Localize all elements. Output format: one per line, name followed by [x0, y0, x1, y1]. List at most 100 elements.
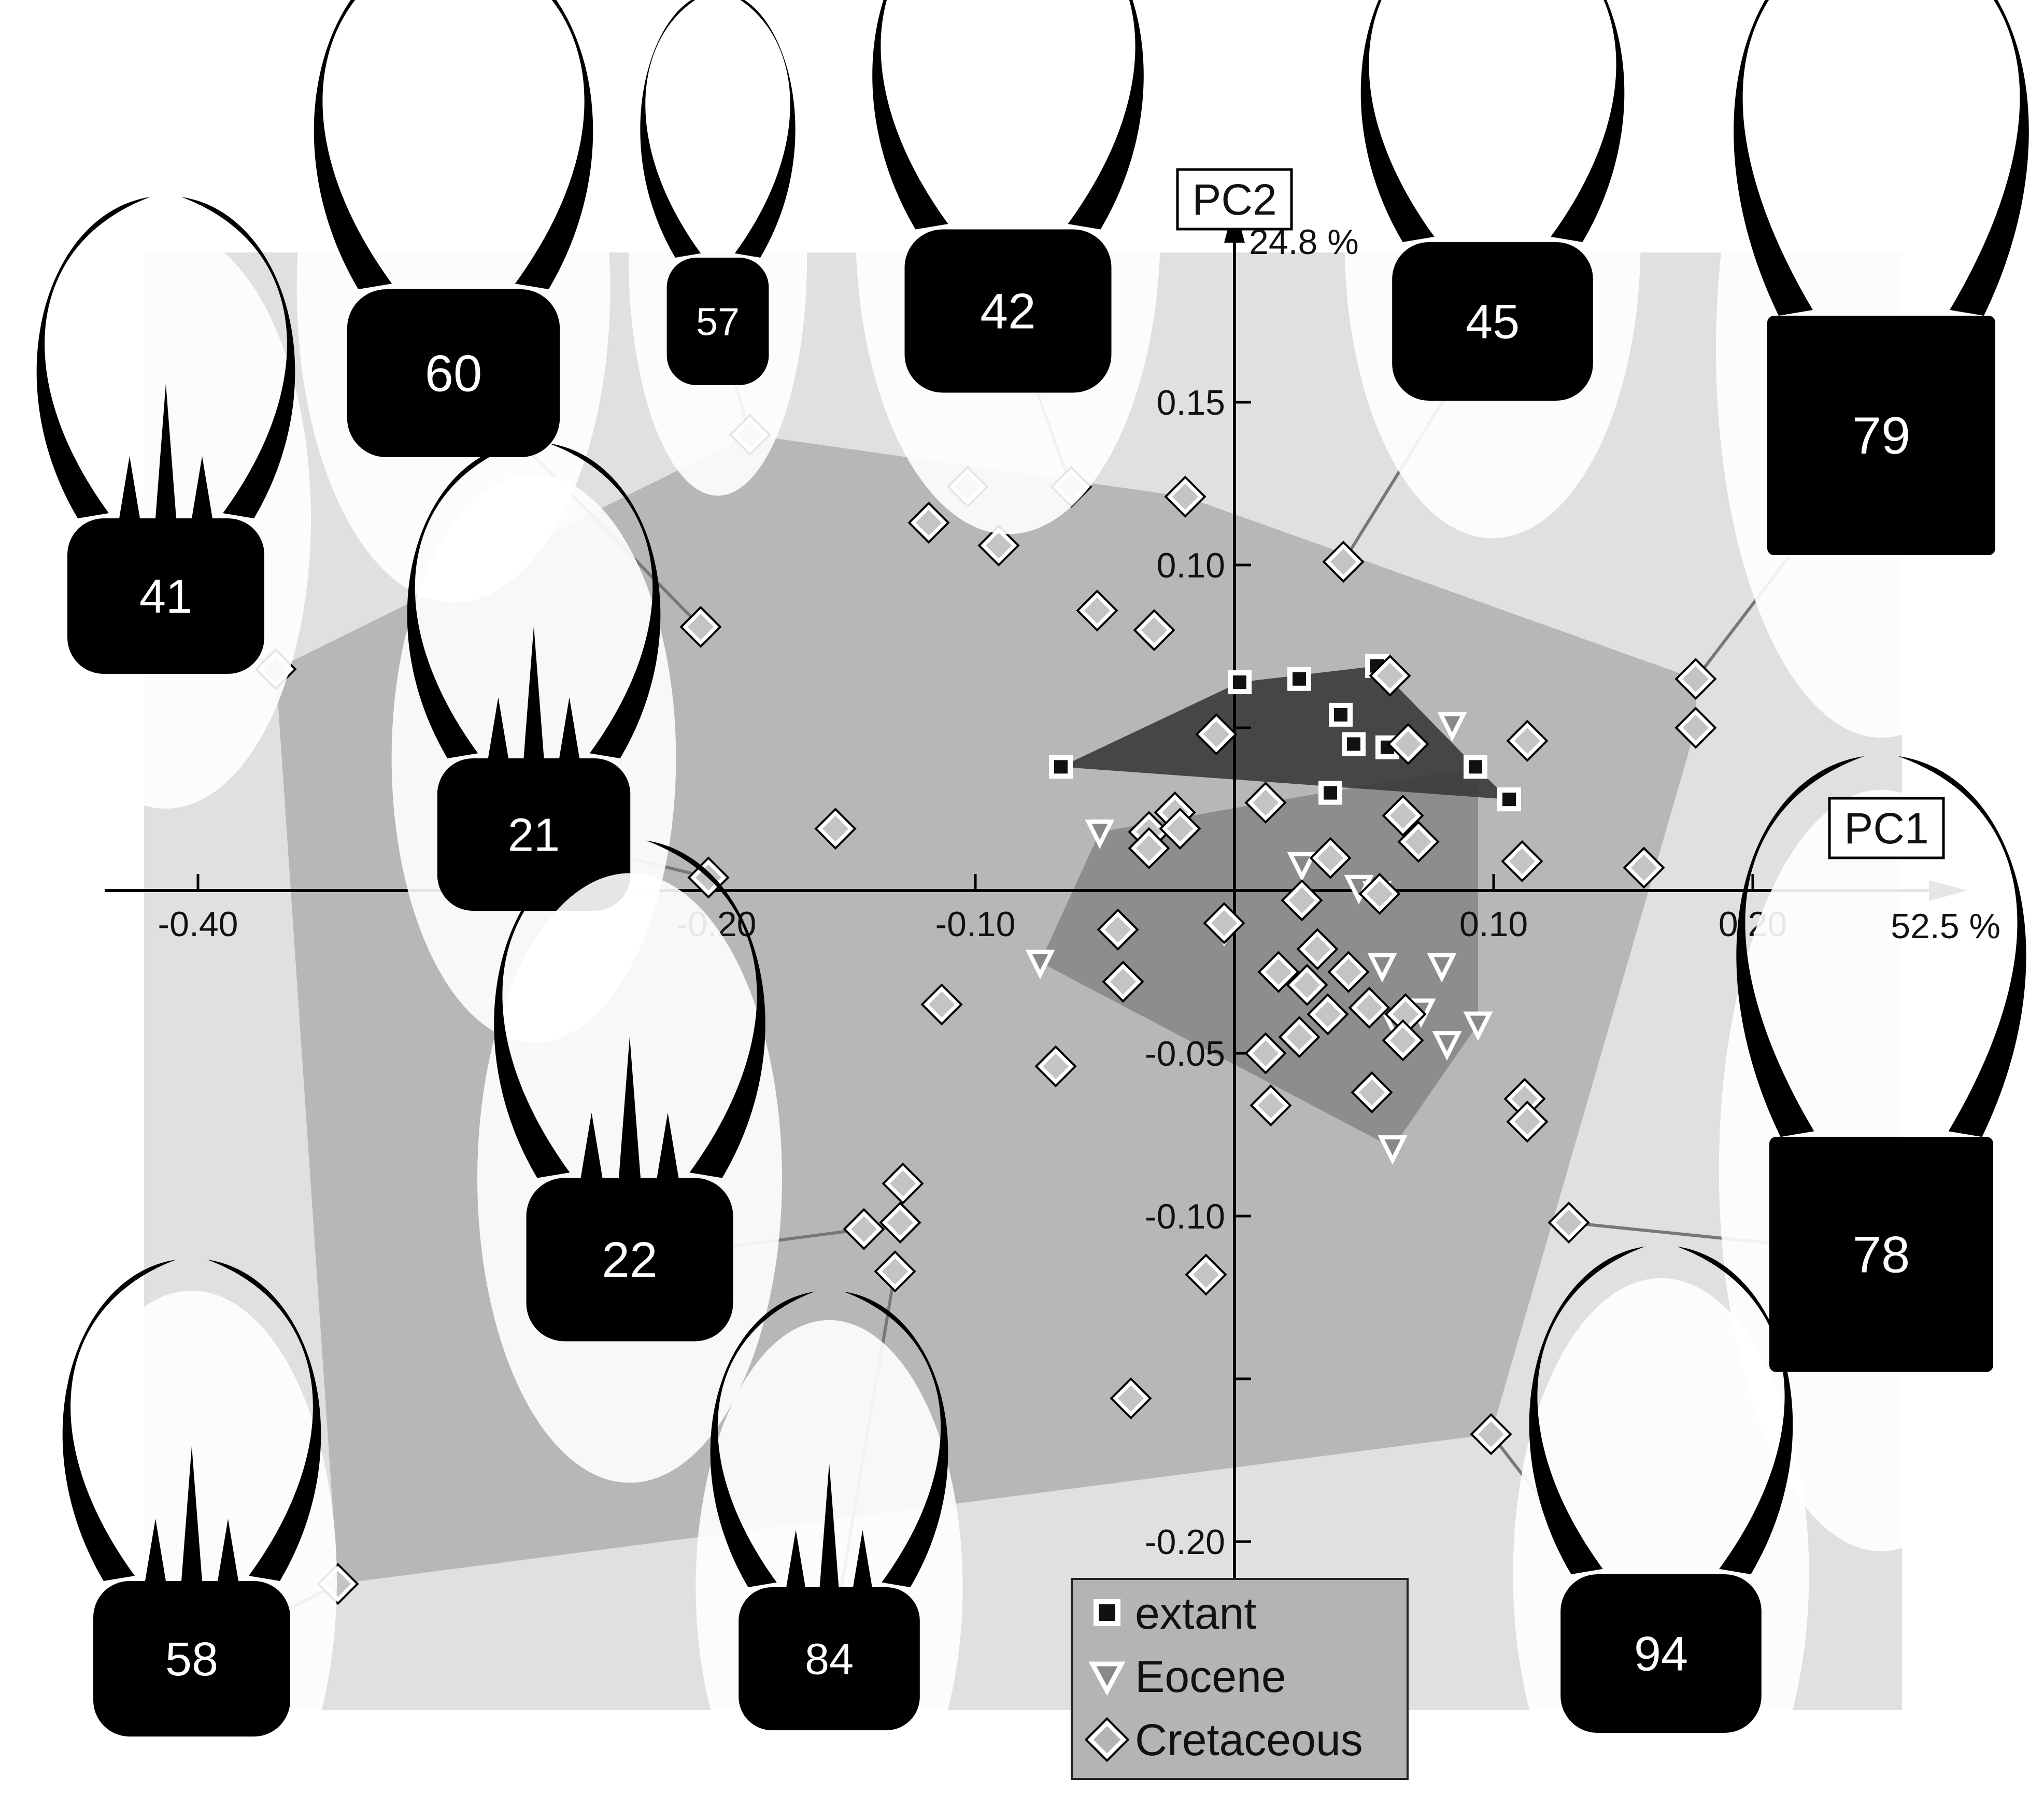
point-cretaceous-fill [1351, 990, 1387, 1026]
silhouette-78: 78 [1719, 756, 2044, 1551]
point-cretaceous [1034, 1045, 1077, 1088]
head-body [93, 1581, 290, 1737]
right-horn [549, 443, 661, 758]
point-eocene [1085, 819, 1115, 849]
silhouette-60: 60 [296, 0, 611, 603]
point-eocene [1432, 1031, 1462, 1061]
point-cretaceous [1369, 654, 1411, 697]
head-spikes [580, 1036, 679, 1178]
point-eocene [1463, 1011, 1493, 1041]
point-cretaceous [1506, 1100, 1549, 1143]
head-spikes [145, 1446, 238, 1581]
y-tick-label: -0.20 [1145, 1522, 1225, 1562]
point-cretaceous [1203, 902, 1245, 944]
silhouette-42: 42 [856, 0, 1160, 534]
y-tick-label: -0.05 [1145, 1034, 1225, 1074]
head-body [1560, 1574, 1762, 1733]
point-cretaceous-fill [1504, 843, 1540, 880]
point-cretaceous-fill [1678, 710, 1714, 746]
point-cretaceous [1110, 1377, 1152, 1420]
point-cretaceous-fill [1105, 963, 1141, 1000]
point-cretaceous-fill [1079, 592, 1115, 629]
head-body [739, 1587, 920, 1730]
head-body [526, 1178, 733, 1342]
point-cretaceous [1327, 951, 1370, 993]
point-cretaceous [1309, 837, 1352, 879]
left-horn [710, 1291, 815, 1587]
right-horn [181, 197, 295, 518]
point-cretaceous [1348, 986, 1390, 1029]
point-cretaceous [920, 983, 963, 1026]
left-horn [36, 197, 150, 518]
right-horn [1898, 756, 2026, 1137]
point-cretaceous [1257, 951, 1300, 993]
point-cretaceous-fill [1198, 716, 1234, 753]
head-body [904, 229, 1112, 393]
point-cretaceous [1164, 475, 1206, 518]
silhouette-57: 57 [628, 0, 807, 496]
y-axis-variance-label: 24.8 % [1249, 222, 1359, 262]
silhouette-94: 94 [1513, 1246, 1809, 1807]
point-cretaceous [1382, 794, 1424, 837]
point-cretaceous-fill [1310, 996, 1346, 1033]
data-points [254, 414, 1717, 1605]
x-tick-label: -0.10 [935, 905, 1016, 944]
point-cretaceous-fill [1678, 660, 1714, 697]
point-cretaceous [1506, 719, 1549, 762]
point-eocene [1367, 953, 1397, 983]
specimen-label-58: 58 [165, 1633, 218, 1686]
legend-cretaceous-label: Cretaceous [1135, 1715, 1363, 1765]
point-cretaceous [1674, 658, 1717, 700]
x-axis-title-box: PC1 [1828, 797, 1945, 859]
head-body [1769, 1137, 1993, 1372]
head-spikes [786, 1463, 872, 1587]
point-extant [1287, 667, 1311, 691]
specimen-label-84: 84 [805, 1634, 854, 1683]
point-cretaceous [1195, 713, 1238, 756]
right-horn [646, 840, 765, 1178]
specimen-label-22: 22 [602, 1233, 657, 1288]
point-extant [1049, 755, 1073, 779]
point-cretaceous [1387, 723, 1429, 766]
left-horn [1734, 0, 1813, 316]
silhouette-41: 41 [21, 197, 311, 809]
point-cretaceous-fill [1247, 1035, 1284, 1071]
point-cretaceous [1382, 1019, 1424, 1062]
left-horn [314, 0, 392, 289]
left-horn [62, 1260, 176, 1581]
point-cretaceous-fill [1136, 612, 1172, 648]
point-extant [1228, 670, 1252, 695]
specimen-label-21: 21 [508, 809, 560, 861]
point-cretaceous-fill [1626, 850, 1662, 886]
right-horn [207, 1260, 321, 1581]
point-cretaceous [1501, 840, 1543, 883]
point-cretaceous-fill [1372, 657, 1408, 694]
point-cretaceous-fill [1299, 931, 1336, 967]
legend-extant-marker [1094, 1599, 1120, 1626]
point-cretaceous [1133, 609, 1175, 652]
point-cretaceous [1185, 1253, 1227, 1296]
point-cretaceous-fill [882, 1204, 918, 1241]
point-cretaceous-fill [1284, 882, 1320, 919]
head-spikes [488, 626, 580, 758]
right-horn [515, 0, 593, 289]
specimen-label-94: 94 [1634, 1627, 1688, 1681]
point-cretaceous [1397, 821, 1440, 863]
point-cretaceous-fill [1253, 1087, 1289, 1124]
left-horn [494, 840, 614, 1178]
silhouette-79: 79 [1716, 0, 2044, 738]
point-cretaceous-fill [1247, 784, 1284, 821]
legend-eocene-marker [1088, 1661, 1126, 1696]
point-eocene [1025, 950, 1055, 980]
right-horn [734, 0, 796, 258]
y-axis-ticks: 0.150.10-0.05-0.10-0.20 [1145, 383, 1251, 1562]
y-tick-label: 0.10 [1157, 546, 1225, 585]
point-cretaceous [1296, 928, 1339, 970]
point-extant [1497, 787, 1521, 812]
y-tick-label: -0.10 [1145, 1197, 1225, 1236]
head-body [437, 758, 631, 911]
right-horn [1677, 1246, 1793, 1574]
point-cretaceous [977, 524, 1020, 567]
head-body [666, 258, 769, 385]
